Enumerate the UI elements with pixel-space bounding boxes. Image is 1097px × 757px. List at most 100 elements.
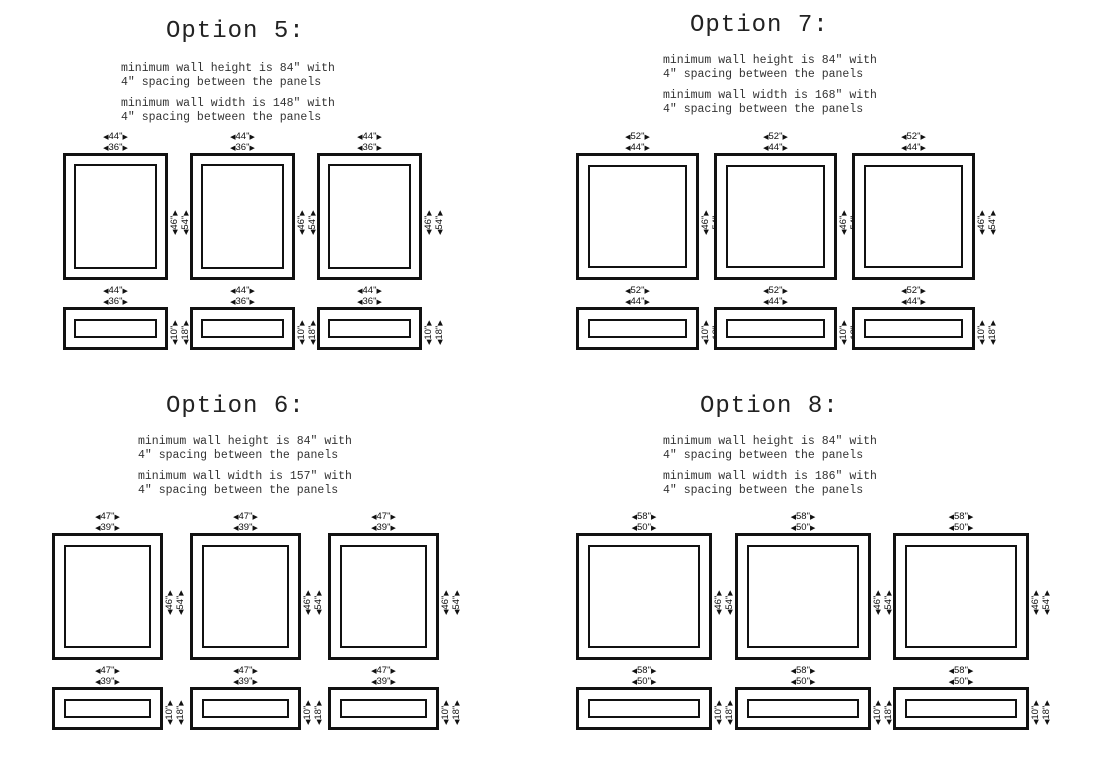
arrow-right-icon: ▶: [920, 288, 926, 295]
option-title: Option 5:: [166, 18, 305, 45]
arrow-left-icon: ◀: [901, 134, 907, 141]
outer-height-dimension: ◀54"▶: [1041, 590, 1053, 615]
arrow-up-icon: ▶: [167, 699, 174, 706]
arrow-right-icon: ▶: [252, 668, 258, 675]
tall-panel-inner-molding: [201, 164, 284, 269]
inner-width-value: 39": [376, 676, 391, 687]
inner-width-label: ◀39"▶: [233, 523, 258, 534]
arrow-right-icon: ▶: [376, 134, 382, 141]
arrow-up-icon: ▶: [990, 319, 997, 326]
arrow-up-icon: ▶: [875, 589, 882, 596]
outer-width-value: 47": [376, 511, 391, 522]
arrow-right-icon: ▶: [114, 668, 120, 675]
outer-width-value: 52": [630, 131, 645, 142]
arrow-right-icon: ▶: [782, 288, 788, 295]
arrow-up-icon: ▶: [727, 589, 734, 596]
tall-panel: [576, 533, 712, 660]
min-height-note: minimum wall height is 84" with 4" spaci…: [663, 435, 877, 462]
arrow-right-icon: ▶: [782, 145, 788, 152]
inner-width-value: 44": [630, 142, 645, 153]
arrow-left-icon: ◀: [230, 145, 236, 152]
short-panel-inner-molding: [74, 319, 157, 338]
inner-width-label: ◀39"▶: [95, 677, 120, 688]
outer-width-value: 58": [637, 665, 651, 676]
outer-width-value: 52": [906, 131, 921, 142]
tall-panel-inner-molding: [864, 165, 963, 268]
arrow-left-icon: ◀: [631, 668, 638, 675]
arrow-left-icon: ◀: [625, 288, 631, 295]
outer-width-label: ◀52"▶: [763, 286, 788, 297]
arrow-left-icon: ◀: [763, 288, 769, 295]
outer-width-value: 44": [235, 131, 250, 142]
inner-width-label: ◀44"▶: [901, 143, 926, 154]
short-panel-inner-molding: [864, 319, 963, 338]
width-dimension: ◀47"▶◀39"▶: [233, 512, 258, 534]
arrow-up-icon: ▶: [172, 319, 179, 326]
inner-height-value: 10": [302, 705, 313, 720]
inner-width-value: 50": [796, 676, 810, 687]
outer-width-value: 52": [768, 131, 783, 142]
short-panel: [52, 687, 163, 730]
arrow-right-icon: ▶: [967, 679, 974, 686]
arrow-up-icon: ▶: [727, 699, 734, 706]
arrow-right-icon: ▶: [782, 134, 788, 141]
arrow-left-icon: ◀: [103, 145, 109, 152]
inner-width-value: 39": [100, 676, 115, 687]
tall-panel: [576, 153, 699, 280]
outer-width-value: 44": [362, 285, 377, 296]
outer-width-label: ◀58"▶: [791, 666, 816, 677]
arrow-right-icon: ▶: [390, 525, 396, 532]
arrow-up-icon: ▶: [178, 589, 185, 596]
arrow-right-icon: ▶: [252, 679, 258, 686]
outer-width-label: ◀44"▶: [357, 132, 382, 143]
inner-width-label: ◀50"▶: [791, 523, 816, 534]
arrow-right-icon: ▶: [920, 134, 926, 141]
inner-width-label: ◀50"▶: [949, 523, 974, 534]
inner-width-label: ◀44"▶: [901, 297, 926, 308]
arrow-up-icon: ▶: [454, 589, 461, 596]
inner-height-value: 46": [440, 595, 451, 610]
tall-panel: [317, 153, 422, 280]
inner-width-label: ◀39"▶: [371, 677, 396, 688]
arrow-up-icon: ▶: [183, 209, 190, 216]
inner-width-value: 50": [954, 676, 968, 687]
outer-width-value: 47": [100, 665, 115, 676]
short-panel: [735, 687, 871, 730]
arrow-right-icon: ▶: [650, 514, 657, 521]
outer-height-dimension: ◀54"▶: [313, 590, 325, 615]
arrow-left-icon: ◀: [901, 145, 907, 152]
outer-width-label: ◀44"▶: [103, 132, 128, 143]
tall-panel-inner-molding: [588, 545, 700, 648]
arrow-right-icon: ▶: [390, 679, 396, 686]
arrow-left-icon: ◀: [233, 514, 239, 521]
tall-panel-inner-molding: [202, 545, 289, 648]
inner-width-value: 39": [100, 522, 115, 533]
short-panel: [714, 307, 837, 350]
outer-height-dimension: ◀54"▶: [175, 589, 187, 615]
arrow-left-icon: ◀: [371, 679, 377, 686]
arrow-up-icon: ▶: [426, 209, 433, 216]
inner-width-value: 44": [768, 142, 783, 153]
arrow-up-icon: ▶: [716, 589, 723, 596]
arrow-up-icon: ▶: [299, 209, 306, 216]
outer-width-label: ◀44"▶: [103, 286, 128, 297]
arrow-right-icon: ▶: [644, 299, 650, 306]
arrow-right-icon: ▶: [376, 288, 382, 295]
arrow-right-icon: ▶: [644, 288, 650, 295]
inner-height-value: 46": [296, 215, 307, 230]
inner-width-label: ◀36"▶: [103, 297, 128, 308]
option-title: Option 7:: [690, 12, 829, 39]
outer-height-dimension: ◀18"▶: [175, 700, 187, 725]
inner-height-value: 46": [302, 595, 313, 610]
outer-height-value: 18": [175, 705, 186, 720]
arrow-right-icon: ▶: [644, 145, 650, 152]
arrow-up-icon: ▶: [305, 699, 312, 706]
arrow-up-icon: ▶: [886, 699, 893, 706]
tall-panel: [714, 153, 837, 280]
outer-width-value: 47": [238, 511, 253, 522]
arrow-right-icon: ▶: [249, 145, 255, 152]
inner-height-value: 10": [423, 325, 434, 340]
arrow-right-icon: ▶: [390, 514, 396, 521]
short-panel: [576, 687, 712, 730]
outer-width-value: 47": [100, 511, 115, 522]
